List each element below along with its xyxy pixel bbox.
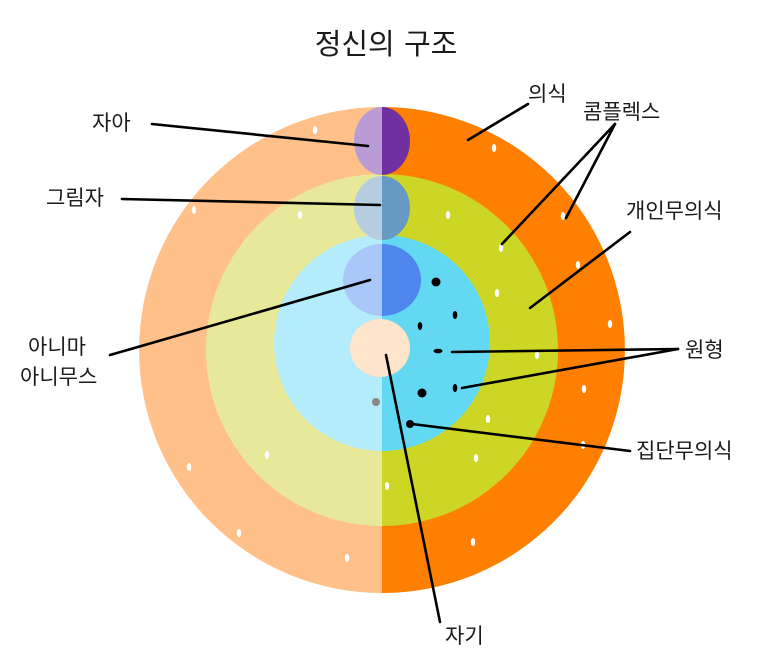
- label-personal-unconscious: 개인무의식: [626, 199, 723, 223]
- consciousness-leader-line: [466, 102, 530, 142]
- archetype-dots: [406, 277, 458, 428]
- complex-dots: [186, 126, 613, 562]
- label-consciousness: 의식: [528, 82, 567, 106]
- archetype-dot: [452, 311, 458, 319]
- complex-dot: [607, 320, 613, 328]
- complex-leader-line-a: [500, 122, 617, 246]
- label-complex: 콤플렉스: [583, 100, 660, 124]
- archetype-dot: [452, 384, 458, 392]
- anima-leader-line: [108, 278, 372, 357]
- complex-dot: [560, 212, 566, 220]
- complex-dot: [191, 206, 197, 214]
- complex-dot: [264, 451, 270, 459]
- shadow-circle-right: [382, 176, 410, 240]
- label-ego: 자아: [92, 111, 131, 135]
- archetype-dot: [417, 322, 423, 330]
- archetype-dot: [406, 420, 414, 428]
- complex-dot: [186, 463, 192, 471]
- shadow-circle-left: [354, 176, 382, 240]
- complex-dot: [494, 289, 500, 297]
- label-archetype: 원형: [685, 338, 724, 362]
- complex-dot: [470, 538, 476, 546]
- anima-circle-left: [343, 244, 382, 316]
- leader-lines: [108, 102, 680, 624]
- ego-circle-left: [354, 107, 382, 175]
- complex-dot: [491, 144, 497, 152]
- complex-leader-line-b: [564, 122, 617, 220]
- label-collective-unconscious: 집단무의식: [636, 439, 733, 463]
- self-leader-line: [384, 353, 442, 624]
- anima-circle-right: [382, 244, 421, 316]
- complex-dot: [297, 211, 303, 219]
- collective-unconscious-leader-line: [410, 422, 632, 453]
- complex-dot: [236, 529, 242, 537]
- archetype-leader-line-a: [450, 347, 680, 354]
- complex-dot: [312, 126, 318, 134]
- complex-dot: [581, 385, 587, 393]
- archetype-leader-line-b: [460, 347, 680, 390]
- label-self: 자기: [445, 624, 484, 648]
- complex-dot: [445, 211, 451, 219]
- label-shadow: 그림자: [46, 186, 104, 210]
- complex-dot: [498, 244, 504, 252]
- diagram-title: 정신의 구조: [315, 27, 458, 61]
- personal-unconscious-leader-line: [528, 230, 632, 310]
- complex-dot: [575, 261, 581, 269]
- complex-dot: [485, 415, 491, 423]
- self-circle: [350, 319, 410, 377]
- grey-dot: [372, 398, 380, 406]
- complex-dot: [384, 482, 390, 490]
- complex-dot: [344, 554, 350, 562]
- archetype-dot: [431, 277, 441, 287]
- complex-dot: [534, 351, 540, 359]
- archetype-dot: [417, 388, 427, 398]
- label-anima: 아니마: [28, 335, 86, 359]
- complex-dot: [473, 454, 479, 462]
- ego-leader-line: [150, 122, 370, 148]
- shadow-leader-line: [120, 197, 382, 207]
- archetype-dot: [433, 348, 443, 354]
- label-animus: 아니무스: [20, 365, 97, 389]
- ego-circle-right: [382, 107, 410, 175]
